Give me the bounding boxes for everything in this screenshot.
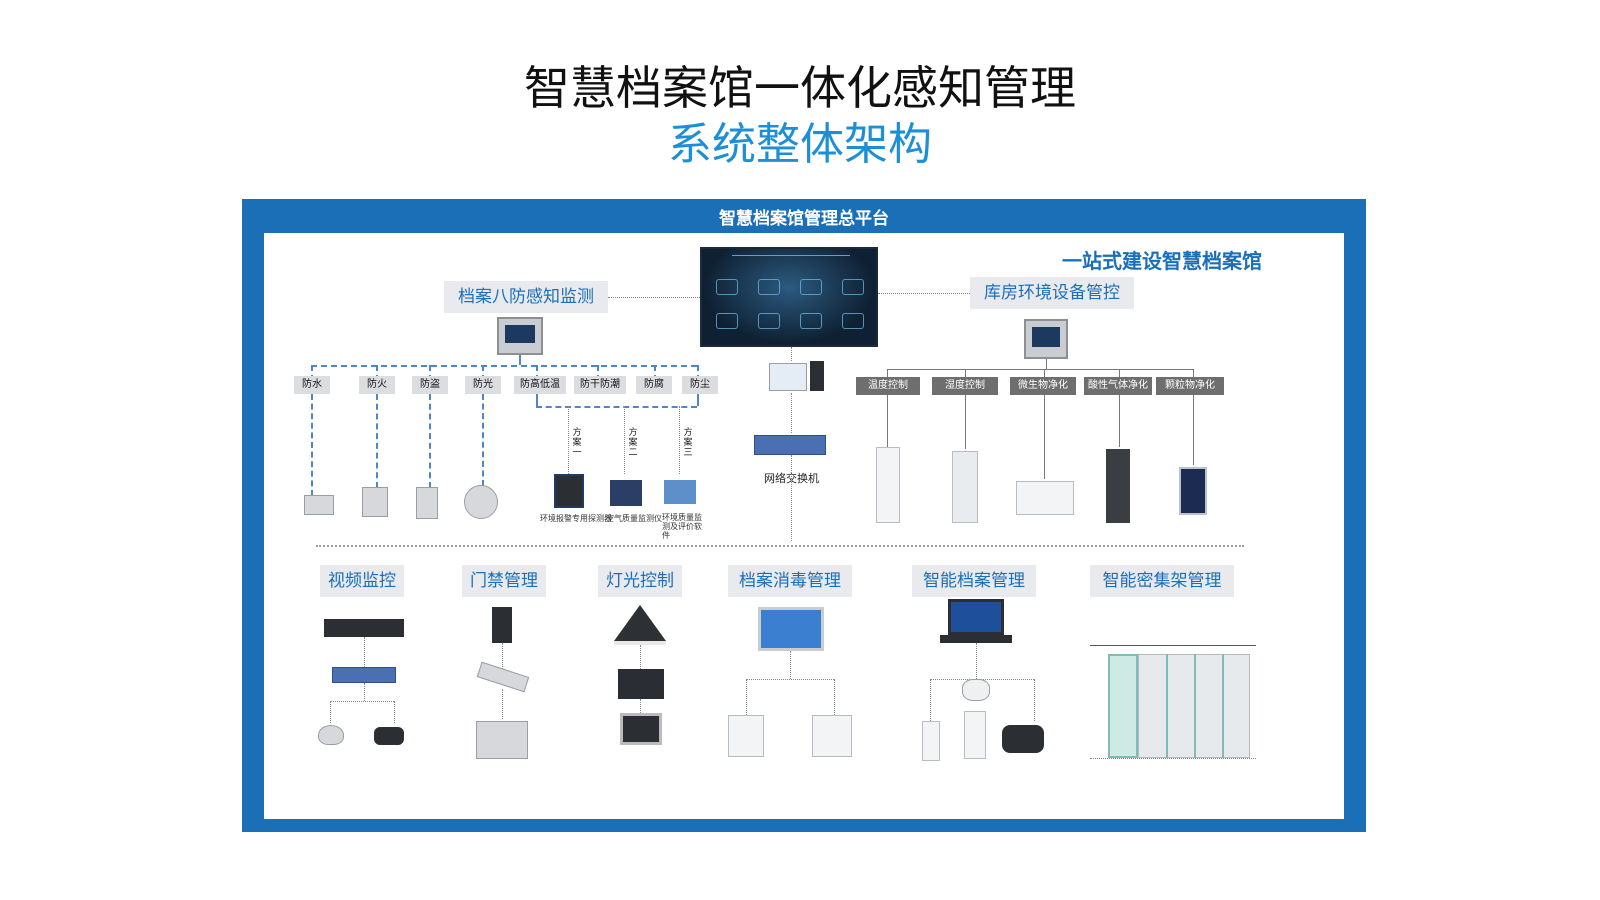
item-humidity-control: 湿度控制 <box>932 377 998 395</box>
left-module-label: 档案八防感知监测 <box>444 281 608 313</box>
dehumidifier-icon <box>952 451 978 523</box>
alarm-detector-icon <box>554 474 584 508</box>
architecture-canvas: 一站式建设智慧档案馆 档案八防感知监测 库房环境设备管控 <box>264 233 1344 819</box>
scheme-3-device: 环境质量监测及评价软件 <box>662 513 702 540</box>
item-temperature: 防高低温 <box>514 376 566 394</box>
rfid-gate-icon <box>922 721 940 761</box>
scheme-3-label: 方案三 <box>683 428 693 458</box>
item-antitheft: 防盗 <box>412 376 448 394</box>
rfid-workstation-icon <box>964 711 986 759</box>
fingerprint-reader-icon <box>492 607 512 643</box>
tag-lighting-control: 灯光控制 <box>598 565 682 597</box>
scheme-2-device: 空气质量监测仪 <box>606 514 662 523</box>
scheme-1-device: 环境报警专用探测器 <box>540 514 612 523</box>
scheme-1-label: 方案一 <box>572 428 582 458</box>
light-controller-icon <box>618 669 664 699</box>
item-acid-gas-purify: 酸性气体净化 <box>1084 377 1152 395</box>
quality-software-icon <box>664 480 696 504</box>
nvr-recorder-icon <box>324 619 404 637</box>
dome-camera-icon <box>318 725 344 745</box>
workstation-monitor-icon <box>769 363 807 391</box>
particle-purifier-icon <box>1179 467 1207 515</box>
item-dustproof: 防尘 <box>682 376 718 394</box>
ceiling-lamp-icon <box>614 605 666 641</box>
bullet-camera-icon <box>374 727 404 745</box>
item-fireproof: 防火 <box>359 376 395 394</box>
item-humidity: 防干防潮 <box>574 376 626 394</box>
slogan: 一站式建设智慧档案馆 <box>1062 249 1262 273</box>
inventory-robot-icon <box>1002 725 1044 753</box>
exit-button-icon <box>476 721 528 759</box>
item-lightproof: 防光 <box>465 376 501 394</box>
laptop-icon <box>948 599 1004 635</box>
control-panel-icon <box>1024 319 1068 359</box>
network-switch-icon <box>754 435 826 455</box>
tag-smart-archive: 智能档案管理 <box>912 565 1036 597</box>
acid-gas-purifier-icon <box>1106 449 1130 523</box>
tag-compact-shelving: 智能密集架管理 <box>1090 565 1234 597</box>
sensor-panel-icon <box>497 317 543 355</box>
platform-frame: 智慧档案馆管理总平台 一站式建设智慧档案馆 档案八防感知监测 库房环境设备管控 <box>242 199 1366 832</box>
video-switch-icon <box>332 667 396 683</box>
disinfection-cabinet-2-icon <box>812 715 852 757</box>
item-waterproof: 防水 <box>294 376 330 394</box>
tag-video-surveillance: 视频监控 <box>320 565 404 597</box>
rfid-tag-roll-icon <box>962 679 990 701</box>
disinfection-screen-icon <box>758 607 824 651</box>
air-quality-monitor-icon <box>610 480 642 506</box>
tag-disinfection: 档案消毒管理 <box>728 565 852 597</box>
item-anticorrosion: 防腐 <box>636 376 672 394</box>
page-subtitle: 系统整体架构 <box>668 119 932 170</box>
right-module-label: 库房环境设备管控 <box>970 277 1134 309</box>
tag-access-control: 门禁管理 <box>462 565 546 597</box>
microbe-purifier-icon <box>1016 481 1074 515</box>
page-title: 智慧档案馆一体化感知管理 <box>524 61 1076 115</box>
disinfection-cabinet-1-icon <box>728 715 764 757</box>
central-platform-screen-icon <box>700 247 878 347</box>
magnetic-lock-icon <box>476 661 530 693</box>
compact-shelving-icon <box>1090 645 1256 765</box>
motion-sensor-icon <box>416 487 438 519</box>
water-sensor-icon <box>304 495 334 515</box>
smoke-detector-icon <box>362 487 388 517</box>
scheme-2-label: 方案二 <box>628 428 638 458</box>
item-particle-purify: 颗粒物净化 <box>1156 377 1224 395</box>
light-sensor-icon <box>464 485 498 519</box>
platform-title: 智慧档案馆管理总平台 <box>719 209 889 228</box>
item-microbe-purify: 微生物净化 <box>1010 377 1076 395</box>
workstation-tower-icon <box>810 361 824 391</box>
light-switch-panel-icon <box>620 713 662 745</box>
item-temp-control: 温度控制 <box>856 377 920 395</box>
air-conditioner-icon <box>876 447 900 523</box>
